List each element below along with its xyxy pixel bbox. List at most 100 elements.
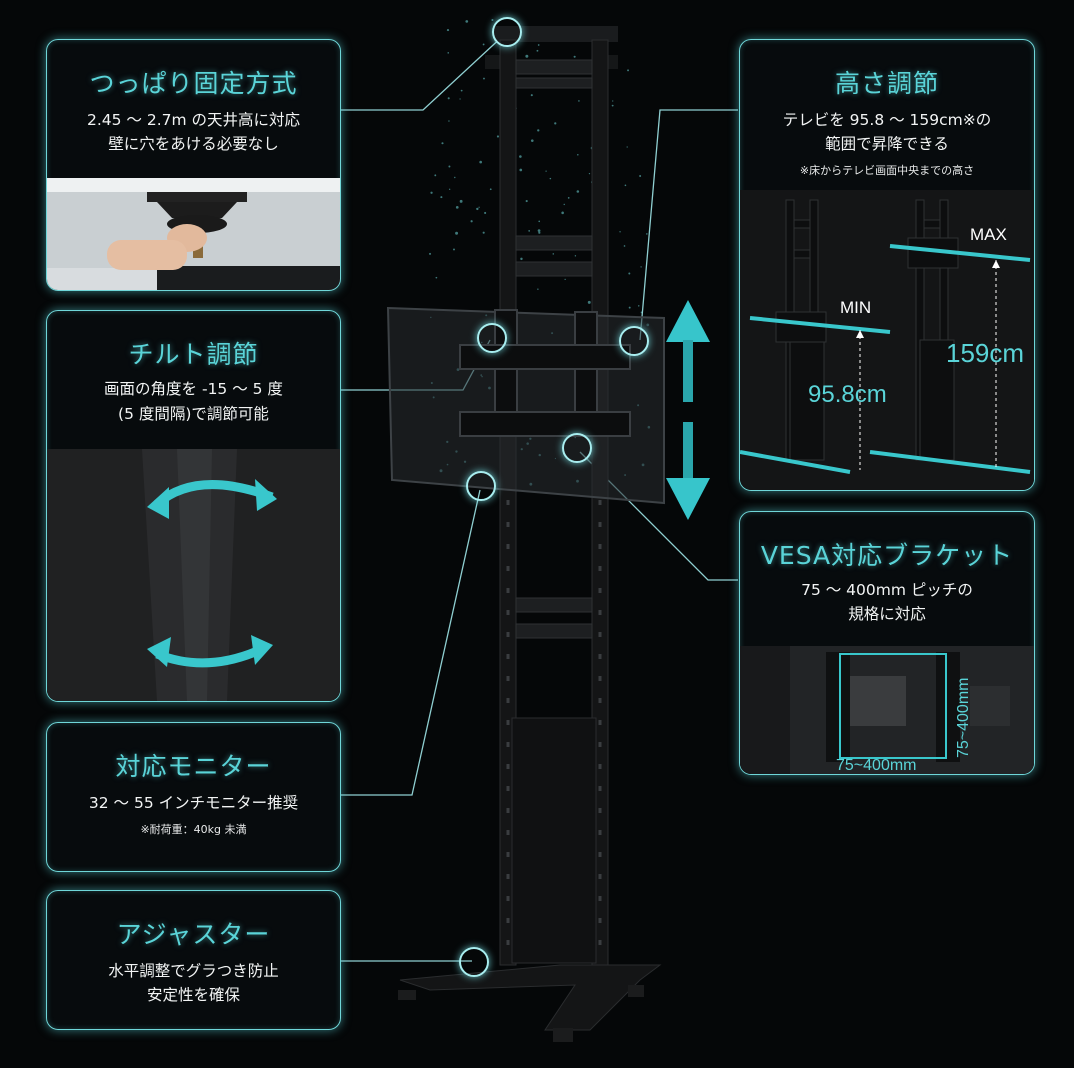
sparkle (528, 230, 530, 232)
sparkle (537, 44, 540, 46)
rail-hole (506, 720, 510, 725)
sparkle (453, 248, 455, 251)
rail-hole (598, 500, 602, 505)
rail-hole (506, 676, 510, 681)
rail-hole (506, 632, 510, 637)
callout-monitor (466, 471, 496, 501)
sparkle (561, 211, 564, 215)
label-max: MAX (970, 225, 1007, 244)
sparkle (536, 49, 539, 52)
rail-hole (506, 874, 510, 879)
panel-desc-1: 75 〜 400mm ピッチの (801, 581, 973, 599)
rail-hole (506, 698, 510, 703)
rail-hole (506, 786, 510, 791)
ceiling-plate (494, 26, 618, 42)
sparkle (434, 174, 437, 177)
rail-hole (506, 764, 510, 769)
height-diagram-svg: MIN MAX 95.8cm 159cm (740, 199, 1031, 474)
sparkle (448, 188, 451, 190)
sparkle (448, 120, 450, 122)
panel-desc-1: テレビを 95.8 〜 159cm※の (782, 111, 992, 129)
sparkle (624, 184, 627, 187)
sparkle (435, 276, 438, 279)
sparkle (576, 190, 580, 193)
panel-monitor: 対応モニター 32 〜 55 インチモニター推奨 ※耐荷重：40kg 未満 (46, 722, 341, 872)
sparkle (587, 300, 591, 304)
sparkle (639, 174, 642, 177)
rail-hole (598, 808, 602, 813)
sparkle (612, 100, 614, 102)
rail-hole (598, 698, 602, 703)
sparkle (440, 196, 443, 199)
sparkle (554, 122, 557, 125)
rail-hole (598, 918, 602, 923)
panel-desc-2: 壁に穴をあける必要なし (108, 135, 279, 153)
callout-vesa (562, 433, 592, 463)
height-diagram: MIN MAX 95.8cm 159cm (740, 190, 1034, 490)
tilt-photo (47, 449, 340, 701)
sparkle (525, 199, 528, 203)
panel-tilt: チルト調節 画面の角度を -15 〜 5 度 (5 度間隔)で調節可能 (46, 310, 341, 702)
sparkle (611, 104, 614, 107)
sparkle (537, 229, 541, 232)
callout-ceiling-mount (492, 17, 522, 47)
sparkle (520, 257, 523, 261)
sparkle (447, 97, 450, 100)
rail-hole (598, 676, 602, 681)
panel-ceiling-mount: つっぱり固定方式 2.45 〜 2.7m の天井高に対応 壁に穴をあける必要なし (46, 39, 341, 291)
sparkle (455, 231, 459, 235)
height-arrow (666, 300, 710, 520)
rail-hole (598, 852, 602, 857)
sparkle (483, 77, 485, 80)
sparkle (577, 154, 579, 156)
sparkle (482, 43, 485, 46)
sparkle (530, 94, 533, 97)
panel-desc-2: 安定性を確保 (146, 986, 240, 1004)
rail-hole (506, 522, 510, 527)
rail-hole (506, 500, 510, 505)
rail-hole (598, 566, 602, 571)
vesa-dim-vertical: 75~400mm (955, 678, 972, 759)
panel-desc-1: 画面の角度を -15 〜 5 度 (104, 380, 283, 398)
rail-hole (598, 830, 602, 835)
connector-monitor (340, 489, 481, 796)
rail-hole (506, 588, 510, 593)
rail-hole (598, 610, 602, 615)
sparkle (455, 205, 459, 209)
rail-hole (506, 830, 510, 835)
panel-desc-2: 規格に対応 (848, 605, 926, 623)
sparkle (519, 155, 522, 158)
value-min: 95.8cm (808, 381, 887, 408)
rail-hole (506, 940, 510, 945)
panel-desc-1: 32 〜 55 インチモニター推奨 (88, 794, 299, 812)
vesa-photo-svg: 75~400mm 75~400mm (740, 646, 1034, 774)
rail-hole (598, 720, 602, 725)
label-min: MIN (840, 298, 871, 317)
vesa-photo: 75~400mm 75~400mm (740, 646, 1034, 774)
sparkle (470, 220, 473, 223)
panel-vesa: VESA対応ブラケット 75 〜 400mm ピッチの 規格に対応 75~400… (739, 511, 1035, 775)
connector-height (639, 109, 738, 341)
sparkle (537, 129, 540, 132)
sparkle (465, 20, 469, 23)
rail-hole (598, 940, 602, 945)
callout-adjuster (459, 947, 489, 977)
panel-adjuster: アジャスター 水平調整でグラつき防止 安定性を確保 (46, 890, 341, 1030)
sparkle (538, 220, 541, 223)
sparkle (476, 207, 479, 211)
callout-tilt (477, 323, 507, 353)
sparkle (538, 231, 541, 234)
sparkle (496, 135, 500, 138)
sparkle (564, 278, 566, 281)
rail-hole (598, 632, 602, 637)
sparkle (573, 55, 576, 58)
sparkle (519, 168, 523, 172)
rail-hole (506, 610, 510, 615)
rail-hole (506, 654, 510, 659)
vesa-dim-horizontal: 75~400mm (836, 757, 917, 774)
panel-title: VESA対応ブラケット (760, 541, 1014, 570)
sparkle (619, 231, 621, 233)
rail-hole (598, 654, 602, 659)
